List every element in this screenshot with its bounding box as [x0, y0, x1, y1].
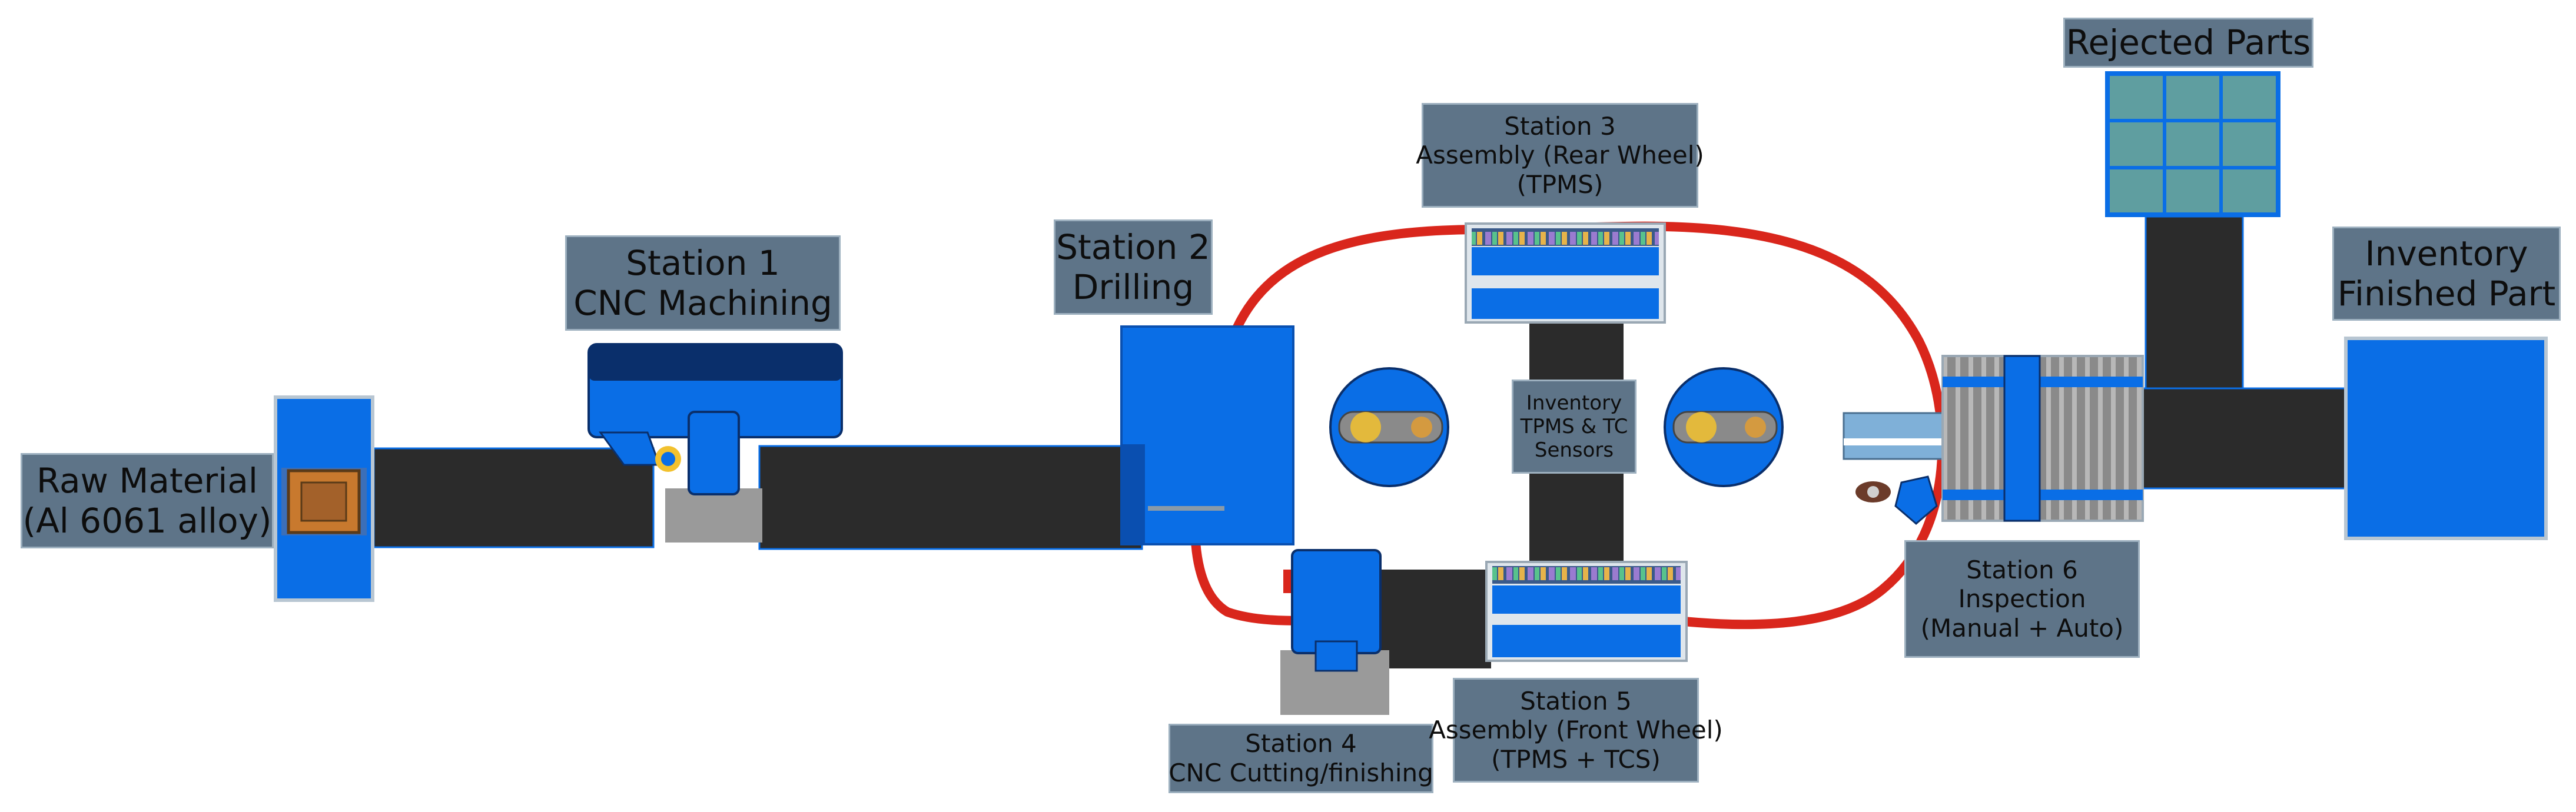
- station1-line1: Station 1: [626, 242, 780, 283]
- inventory-sensors-label: Inventory TPMS & TC Sensors: [1512, 380, 1636, 474]
- station3-label: Station 3 Assembly (Rear Wheel) (TPMS): [1416, 103, 1704, 208]
- station6-label: Station 6 Inspection (Manual + Auto): [1904, 540, 2140, 658]
- station1-label: Station 1 CNC Machining: [565, 235, 841, 331]
- station1-line2: CNC Machining: [573, 283, 832, 323]
- robot-arm-right: [1664, 367, 1784, 487]
- station4-line1: Station 4: [1245, 729, 1357, 758]
- conveyor-s6-to-finished: [2139, 387, 2347, 490]
- rejected-parts-rack: [2105, 71, 2280, 217]
- finished-part-inventory: [2344, 337, 2548, 540]
- station5-line1: Station 5: [1520, 686, 1632, 716]
- station5-line3: (TPMS + TCS): [1491, 744, 1661, 774]
- station6-line3: (Manual + Auto): [1920, 613, 2124, 643]
- station4-line2: CNC Cutting/finishing: [1169, 758, 1433, 787]
- station3-assembly-station: [1465, 222, 1666, 324]
- station4-cnc-cutting-machine: [1280, 549, 1389, 715]
- inventory-sensors-line1: Inventory: [1526, 391, 1622, 415]
- raw-material-line1: Raw Material: [36, 460, 258, 501]
- conveyor-to-rejected: [2145, 215, 2244, 390]
- raw-material-line2: (Al 6061 alloy): [22, 501, 272, 541]
- station2-label: Station 2 Drilling: [1054, 219, 1213, 315]
- station3-line2: Assembly (Rear Wheel): [1416, 141, 1704, 170]
- station4-label: Station 4 CNC Cutting/finishing: [1169, 724, 1433, 793]
- station6-inspection: [1843, 355, 2144, 525]
- station6-line2: Inspection: [1958, 584, 2086, 614]
- conveyor-s1-to-s2: [758, 445, 1143, 550]
- rejected-parts-line1: Rejected Parts: [2066, 22, 2311, 63]
- inventory-sensors-line2: TPMS & TC: [1520, 414, 1628, 438]
- station2-line2: Drilling: [1072, 267, 1194, 307]
- conveyor-s4-to-s5: [1380, 570, 1491, 668]
- station3-line1: Station 3: [1504, 111, 1616, 141]
- inventory-sensors-line3: Sensors: [1534, 438, 1614, 462]
- station1-cnc-machine: [587, 343, 843, 543]
- station2-drilling-machine: [1120, 325, 1294, 545]
- station5-line2: Assembly (Front Wheel): [1429, 716, 1723, 745]
- station3-line3: (TPMS): [1516, 169, 1604, 199]
- raw-material-source: [274, 395, 374, 602]
- raw-material-label: Raw Material (Al 6061 alloy): [21, 453, 274, 548]
- station5-label: Station 5 Assembly (Front Wheel) (TPMS +…: [1429, 678, 1723, 783]
- station5-assembly-station: [1485, 561, 1688, 662]
- conveyor-raw-to-s1: [373, 447, 655, 548]
- inventory-finished-label: Inventory Finished Part: [2332, 227, 2561, 321]
- station6-line1: Station 6: [1966, 555, 2078, 584]
- robot-arm-left: [1329, 367, 1449, 487]
- rejected-parts-label: Rejected Parts: [2063, 18, 2313, 68]
- station2-line1: Station 2: [1056, 227, 1210, 267]
- inventory-finished-line1: Inventory: [2365, 233, 2528, 274]
- inventory-finished-line2: Finished Part: [2337, 274, 2556, 314]
